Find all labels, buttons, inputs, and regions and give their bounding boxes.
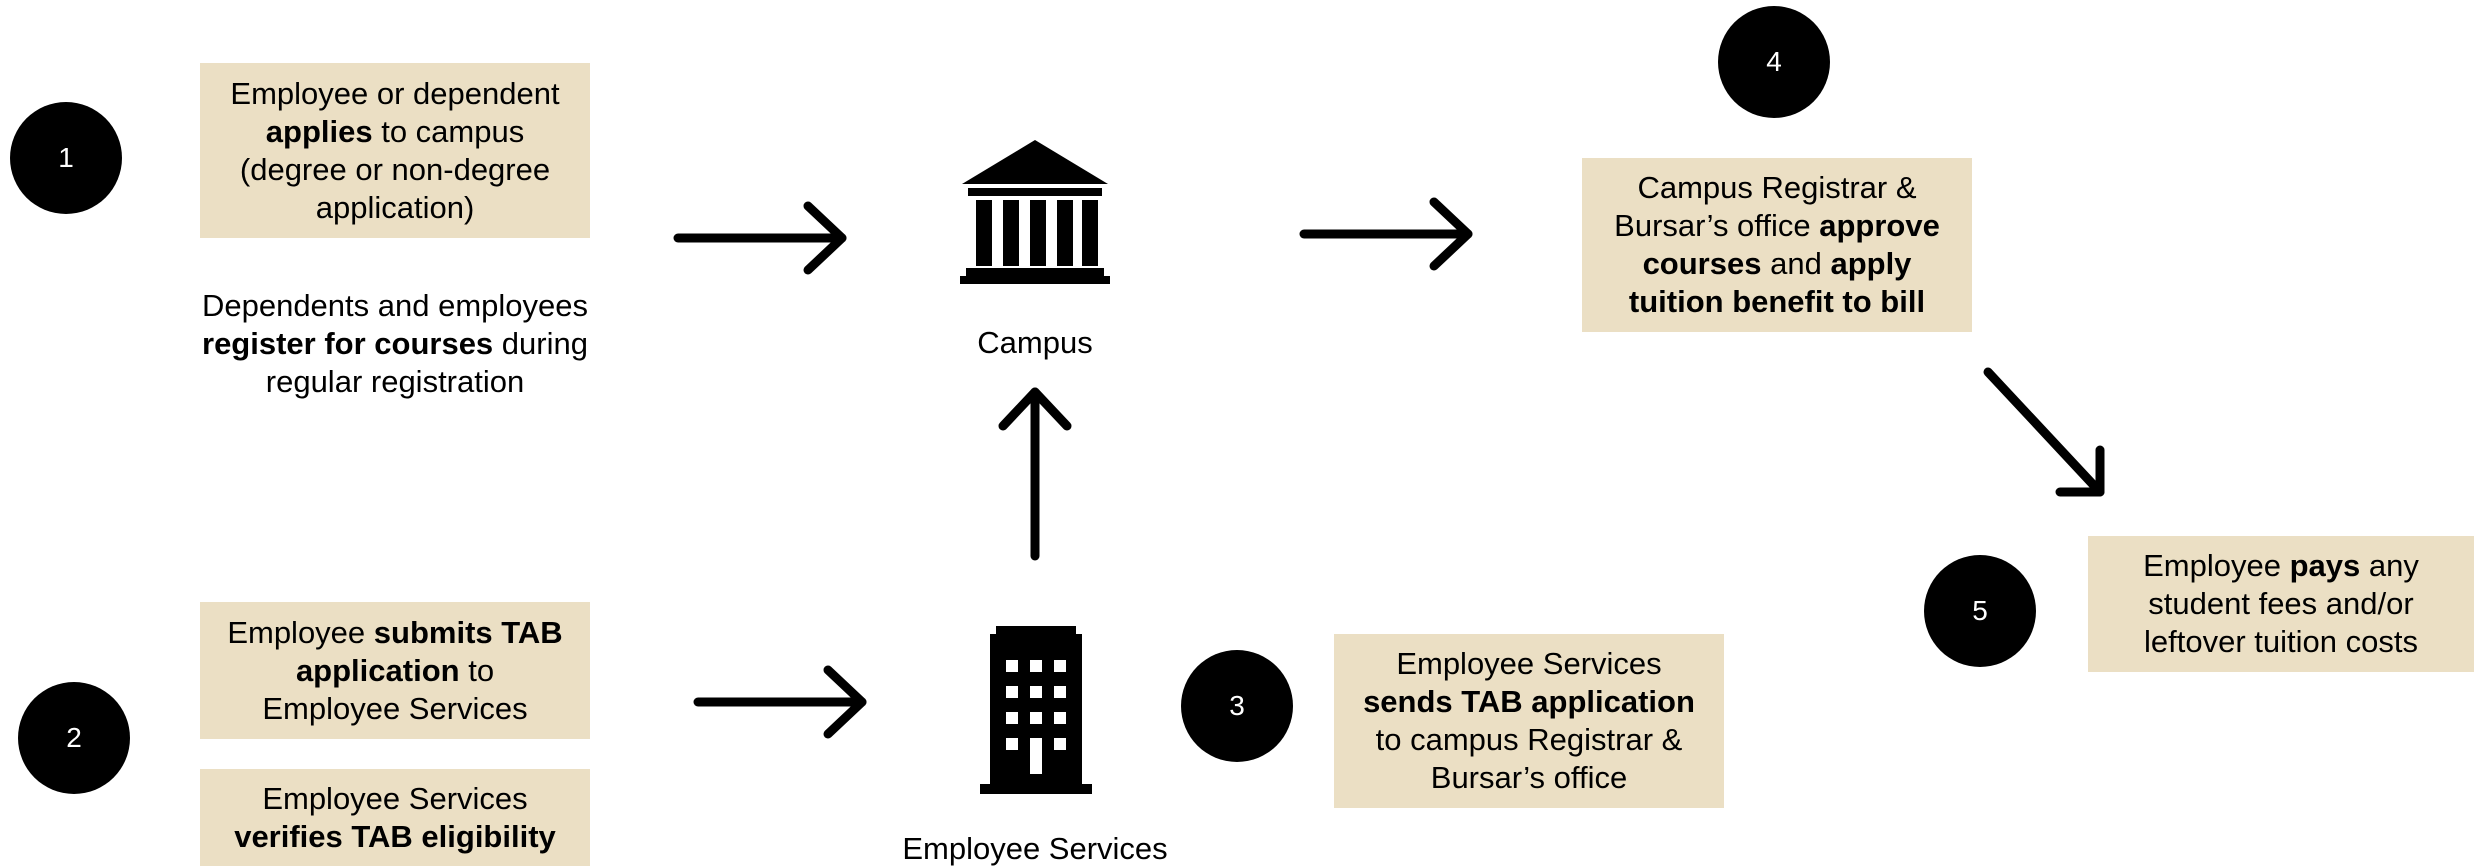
register-courses-text: Dependents and employees register for co… [201, 288, 589, 399]
step-5-badge: 5 [1924, 555, 2036, 667]
bank-building-icon [960, 140, 1110, 284]
verify-eligibility-box: Employee Services verifies TAB eligibili… [200, 769, 590, 866]
campus-label: Campus [977, 325, 1093, 360]
arrow-apply-to-campus [673, 201, 847, 275]
arrow-campus-to-registrar [1299, 197, 1473, 271]
submit-tab-box: Employee submits TAB application to Empl… [200, 602, 590, 739]
pays-fees-box: Employee pays any student fees and/or le… [2088, 536, 2474, 672]
office-building-icon [980, 626, 1092, 794]
step-1-badge: 1 [10, 102, 122, 214]
arrow-submit-to-employee-services [693, 665, 867, 739]
step-2-badge: 2 [18, 682, 130, 794]
step-4-badge: 4 [1718, 6, 1830, 118]
arrow-employee-services-to-campus [998, 387, 1072, 561]
step-3-badge: 3 [1181, 650, 1293, 762]
approve-courses-box: Campus Registrar & Bursar’s office appro… [1582, 158, 1972, 332]
arrow-registrar-to-pay [1983, 367, 2105, 497]
sends-tab-box: Employee Services sends TAB application … [1334, 634, 1724, 808]
apply-to-campus-box: Employee or dependent applies to campus … [200, 63, 590, 238]
employee-services-label: Employee Services [902, 831, 1168, 866]
